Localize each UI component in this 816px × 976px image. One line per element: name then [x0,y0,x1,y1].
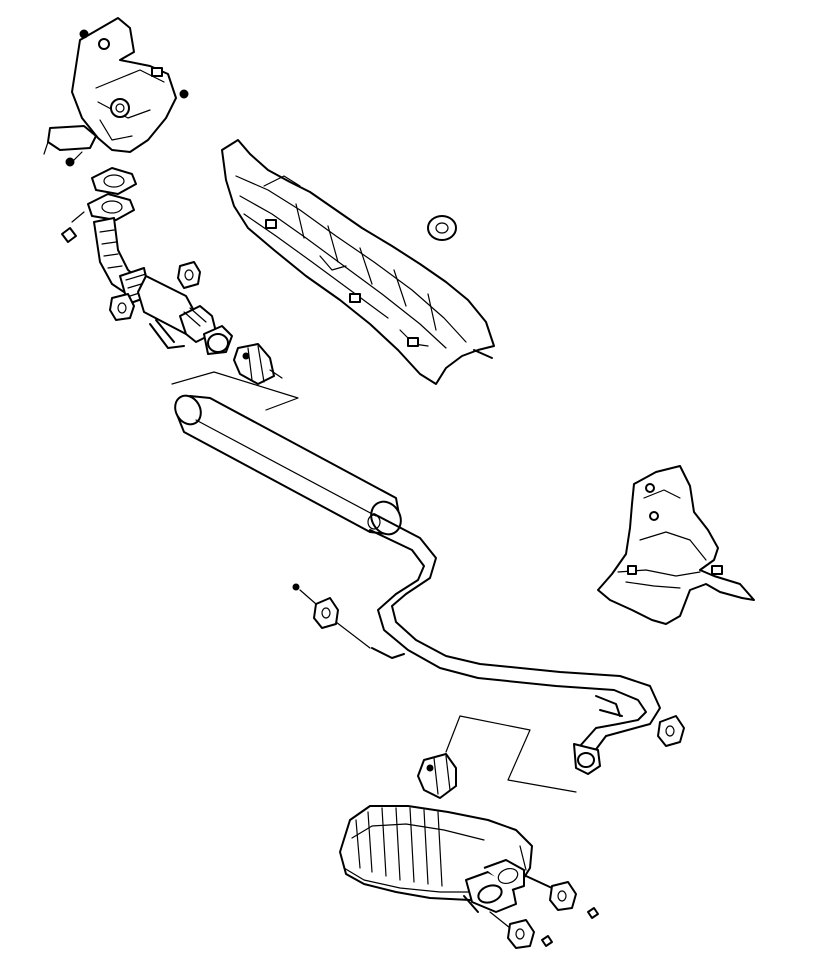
rubber-hanger [549,881,577,911]
hanger-nuts [489,907,599,947]
rear-clamp [417,753,457,799]
manifold-bolts [65,29,189,167]
muffler-hanger-rod [463,875,553,913]
rubber-hanger [109,293,135,321]
rubber-hanger [507,919,535,949]
pipe-clamp [233,343,283,385]
center-muffler [174,394,402,536]
tail-pipes [465,859,525,913]
stud-bolt [61,211,85,243]
callout-line [171,371,299,411]
rubber-hanger [177,261,201,289]
rubber-hanger [657,715,685,747]
rear-heat-shield [597,465,755,625]
front-pipe-gasket [87,193,135,221]
converter-bracket [149,319,185,349]
manifold-gasket [91,167,137,195]
manifold-heat-shield [43,17,177,155]
catalytic-converter [137,275,233,355]
intermediate-pipe [369,513,661,775]
pipe-hanger-bracket [371,647,623,717]
grommet [427,215,457,241]
callout-line [445,715,577,793]
rubber-hanger [292,583,371,649]
center-heat-shield [221,139,495,385]
